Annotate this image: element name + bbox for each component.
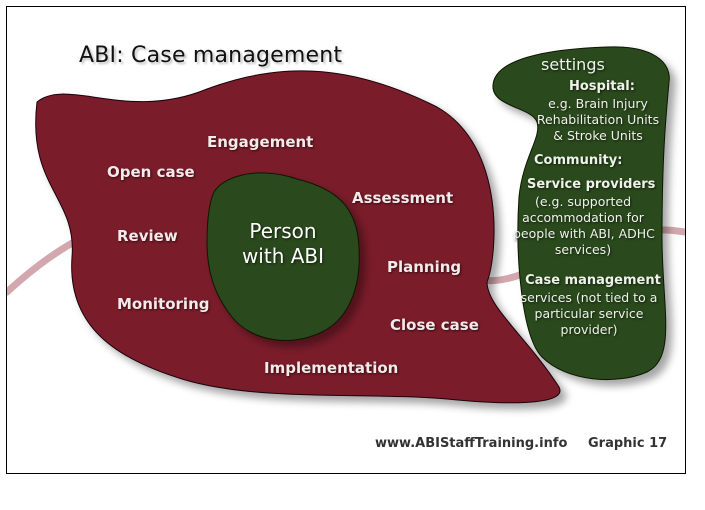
hospital-line: & Stroke Units: [553, 128, 643, 143]
service-line: people with ABI, ADHC: [513, 226, 655, 241]
person-line1: Person: [249, 219, 317, 243]
hospital-line: Rehabilitation Units: [536, 112, 660, 127]
community-heading: Community:: [534, 153, 623, 168]
website-link: www.ABIStaffTraining.info: [375, 436, 568, 451]
service-line: accommodation for: [522, 210, 644, 225]
person-label: Person with ABI: [235, 219, 331, 269]
service-providers-heading: Service providers: [527, 177, 656, 192]
service-providers-details: (e.g. supported accommodation for people…: [513, 194, 655, 258]
stage-review: Review: [117, 227, 178, 245]
cm-line: provider): [560, 322, 618, 337]
settings-heading: settings: [541, 55, 605, 74]
hospital-line: e.g. Brain Injury: [548, 96, 648, 111]
settings-blob: [492, 46, 670, 381]
stage-planning: Planning: [387, 258, 462, 276]
diagram-frame: ABI: Case management Person with ABI Eng…: [6, 6, 686, 474]
stage-open-case: Open case: [107, 163, 195, 181]
stage-engagement: Engagement: [207, 133, 314, 151]
service-line: services): [554, 242, 612, 257]
hospital-details: e.g. Brain Injury Rehabilitation Units &…: [525, 96, 671, 144]
diagram-graphics: [7, 46, 685, 404]
service-line: (e.g. supported: [534, 194, 632, 209]
stage-monitoring: Monitoring: [117, 295, 210, 313]
case-management-services-details: services (not tied to a particular servi…: [515, 290, 663, 338]
person-line2: with ABI: [241, 244, 325, 268]
cm-line: particular service: [534, 306, 644, 321]
diagram-title: ABI: Case management: [79, 43, 343, 68]
stage-assessment: Assessment: [352, 189, 454, 207]
cm-line: services (not tied to a: [520, 290, 658, 305]
graphic-number: Graphic 17: [588, 436, 668, 451]
stage-close-case: Close case: [390, 316, 479, 334]
stage-implementation: Implementation: [264, 359, 399, 377]
hospital-heading: Hospital:: [569, 79, 635, 94]
case-management-services-heading: Case management: [525, 273, 661, 288]
person-blob: [206, 172, 360, 341]
